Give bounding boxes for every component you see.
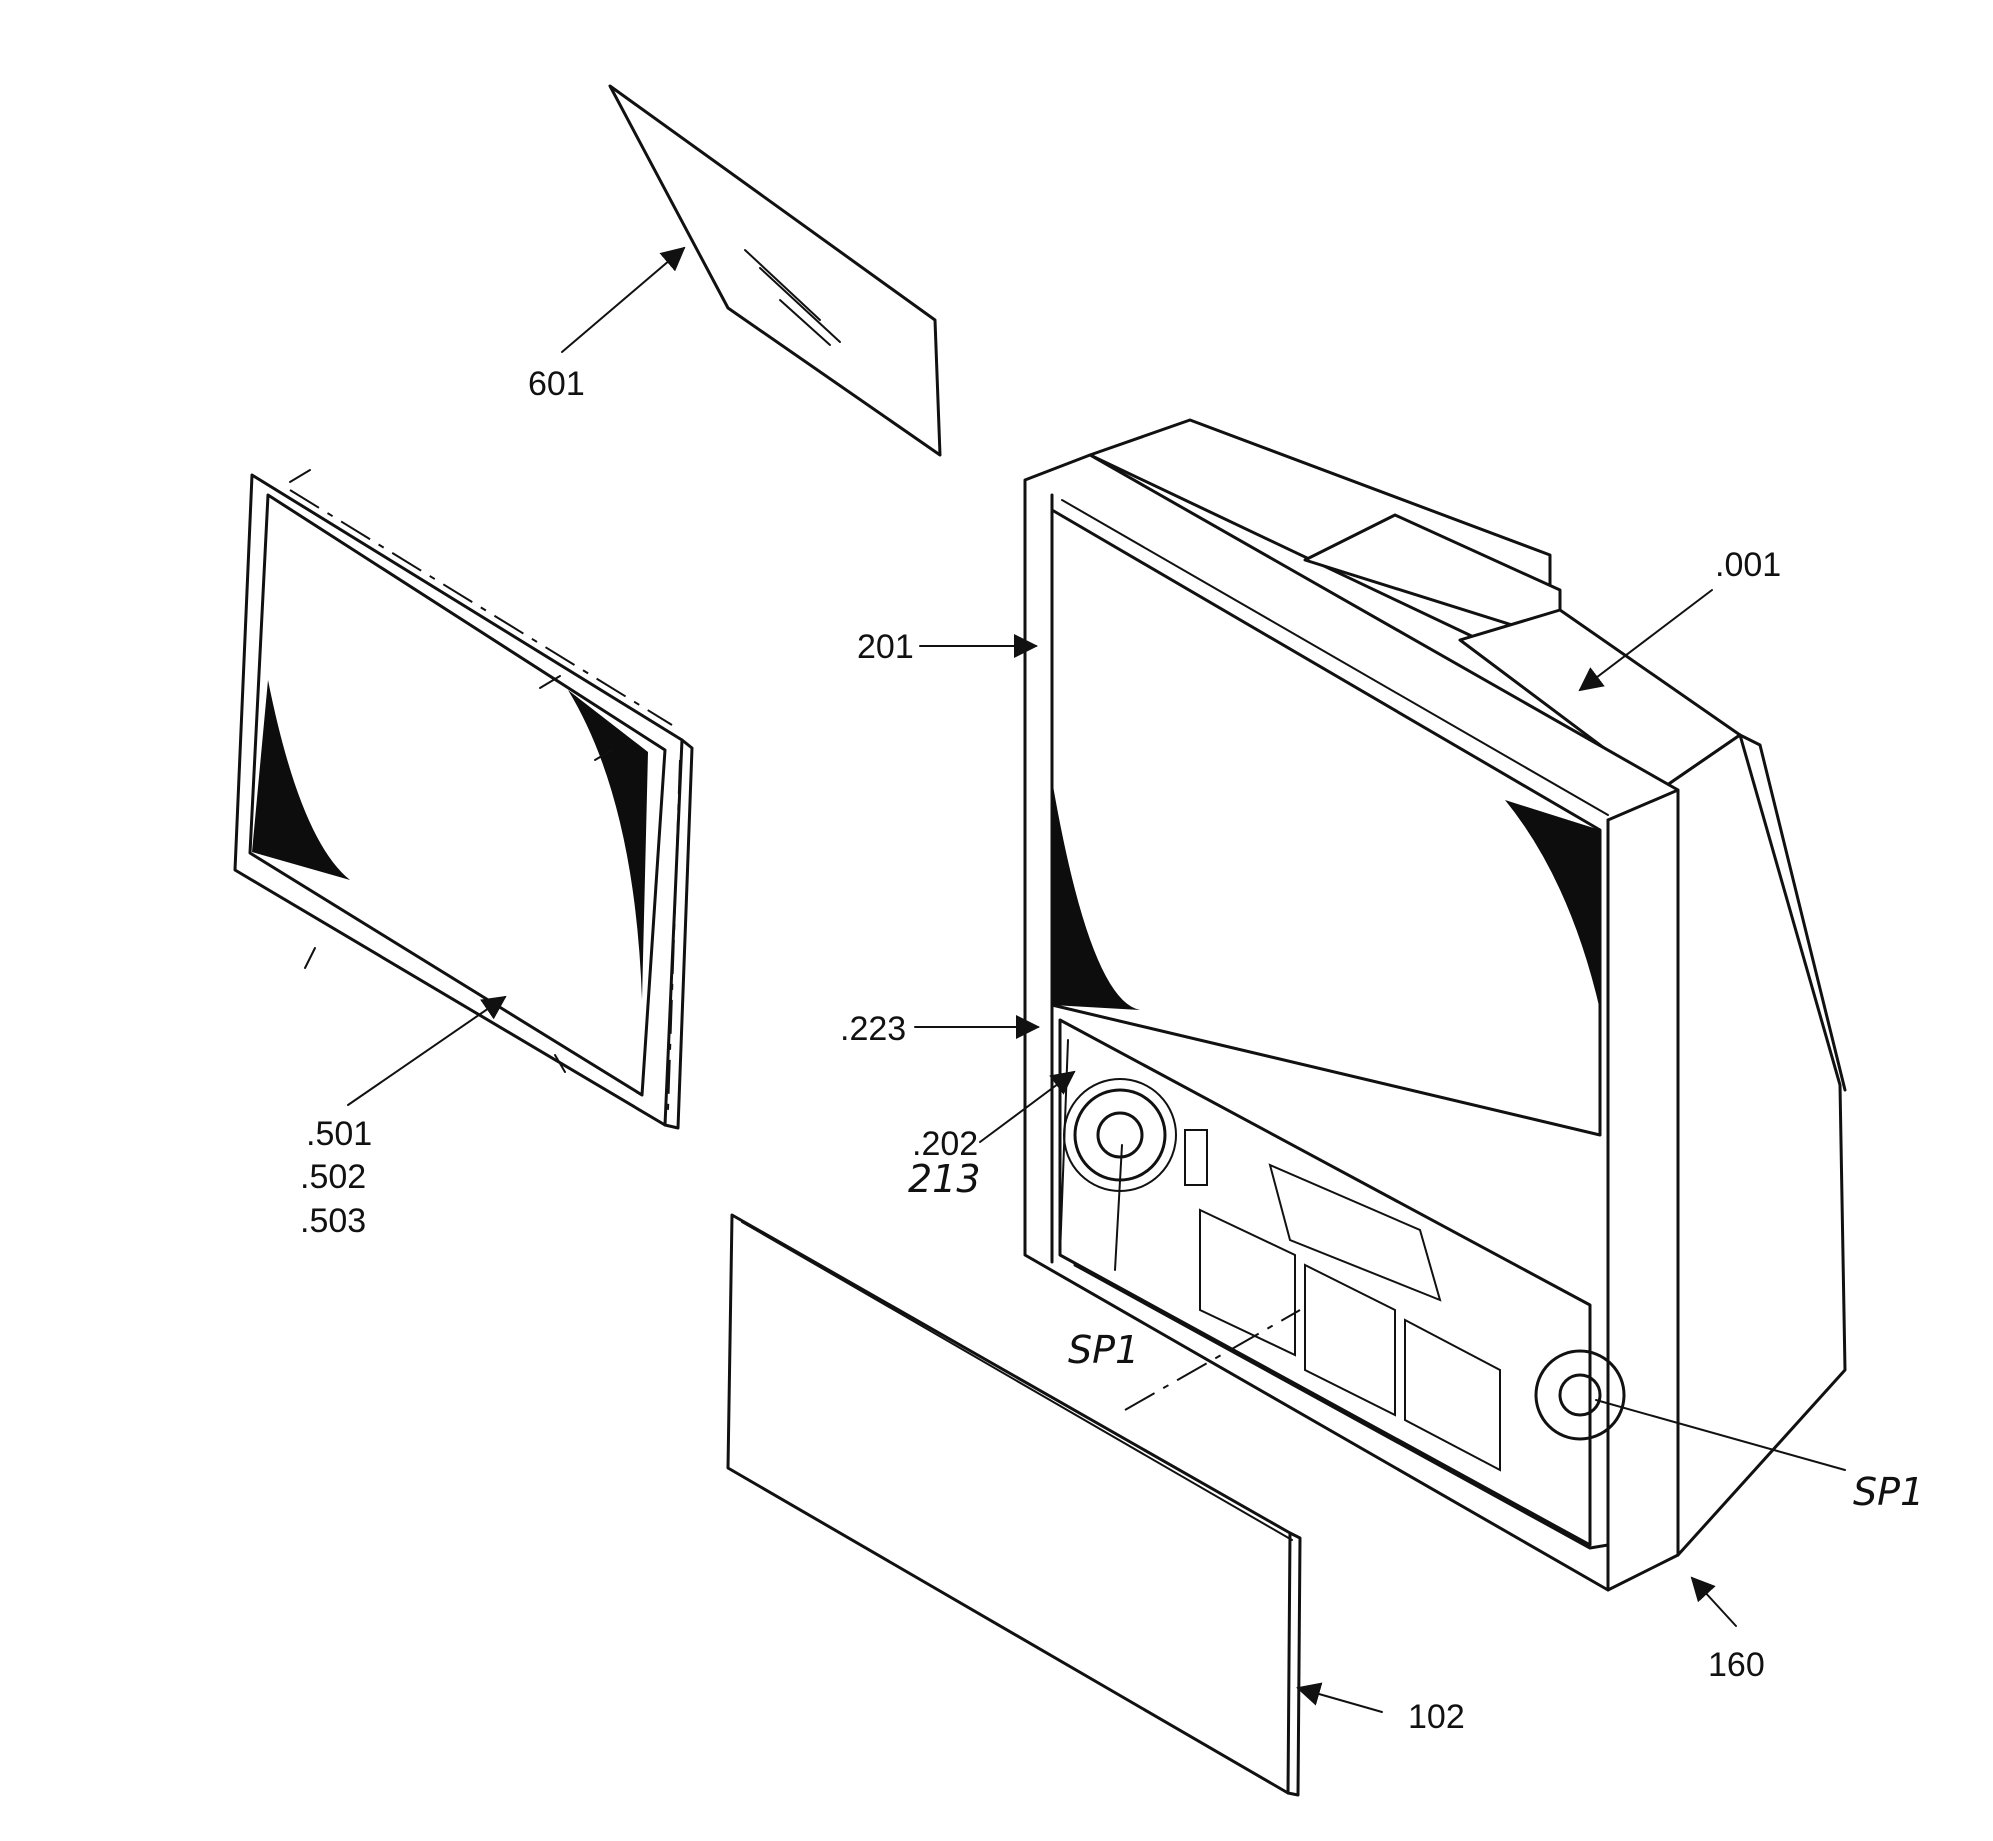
callout-213: 213: [908, 1157, 981, 1201]
part-102-cover-panel: [726, 1213, 1302, 1797]
callout-501: .501: [306, 1115, 372, 1153]
assembly-line-panel: [1124, 1309, 1301, 1411]
callout-sp1-right: SP1: [1853, 1470, 1924, 1514]
callout-223: .223: [840, 1010, 906, 1048]
callout-201: 201: [857, 628, 914, 666]
callout-160: 160: [1708, 1646, 1765, 1684]
leader-arrows: [347, 246, 1846, 1713]
callout-102: 102: [1408, 1698, 1465, 1736]
callout-503: .503: [300, 1202, 366, 1240]
callout-001: .001: [1715, 546, 1781, 584]
callout-sp1-left: SP1: [1068, 1328, 1139, 1372]
callout-202: .202: [912, 1125, 978, 1163]
part-601-glass-sheet: [608, 84, 942, 457]
callout-601: 601: [528, 365, 585, 403]
part-001-tv-cabinet: [1023, 418, 1847, 1592]
part-501-screen-frame: [233, 469, 694, 1130]
callout-502: .502: [300, 1158, 366, 1196]
assembly-line-frame-top: [289, 489, 673, 726]
